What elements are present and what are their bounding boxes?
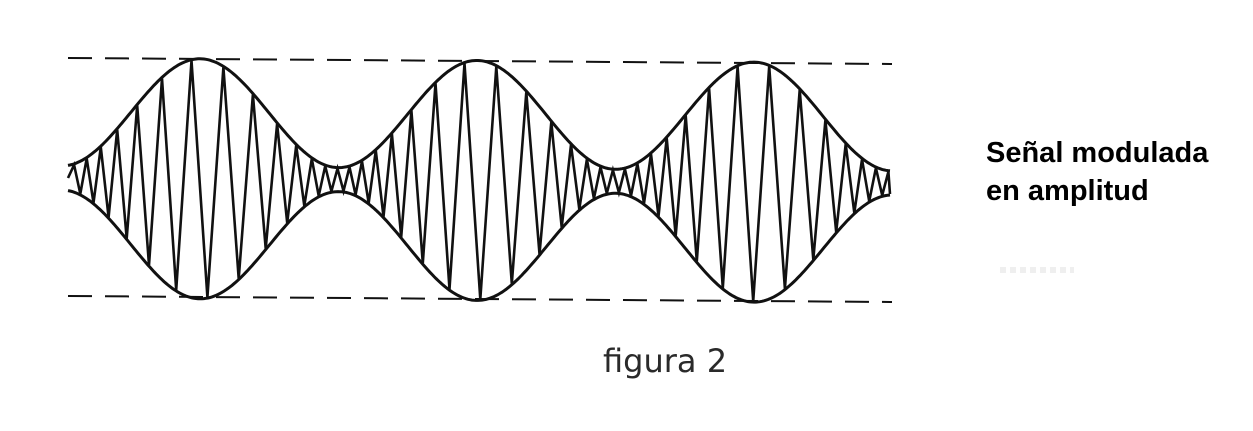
carrier-wave [66,60,892,302]
lower-envelope [67,189,891,304]
scan-smudge [1000,267,1074,273]
upper-envelope [67,57,891,173]
figure-caption: figura 2 [603,342,728,380]
signal-title: Señal modulada en amplitud [986,134,1208,210]
signal-title-line1: Señal modulada [986,137,1209,169]
signal-title-line2: en amplitud [986,175,1149,207]
